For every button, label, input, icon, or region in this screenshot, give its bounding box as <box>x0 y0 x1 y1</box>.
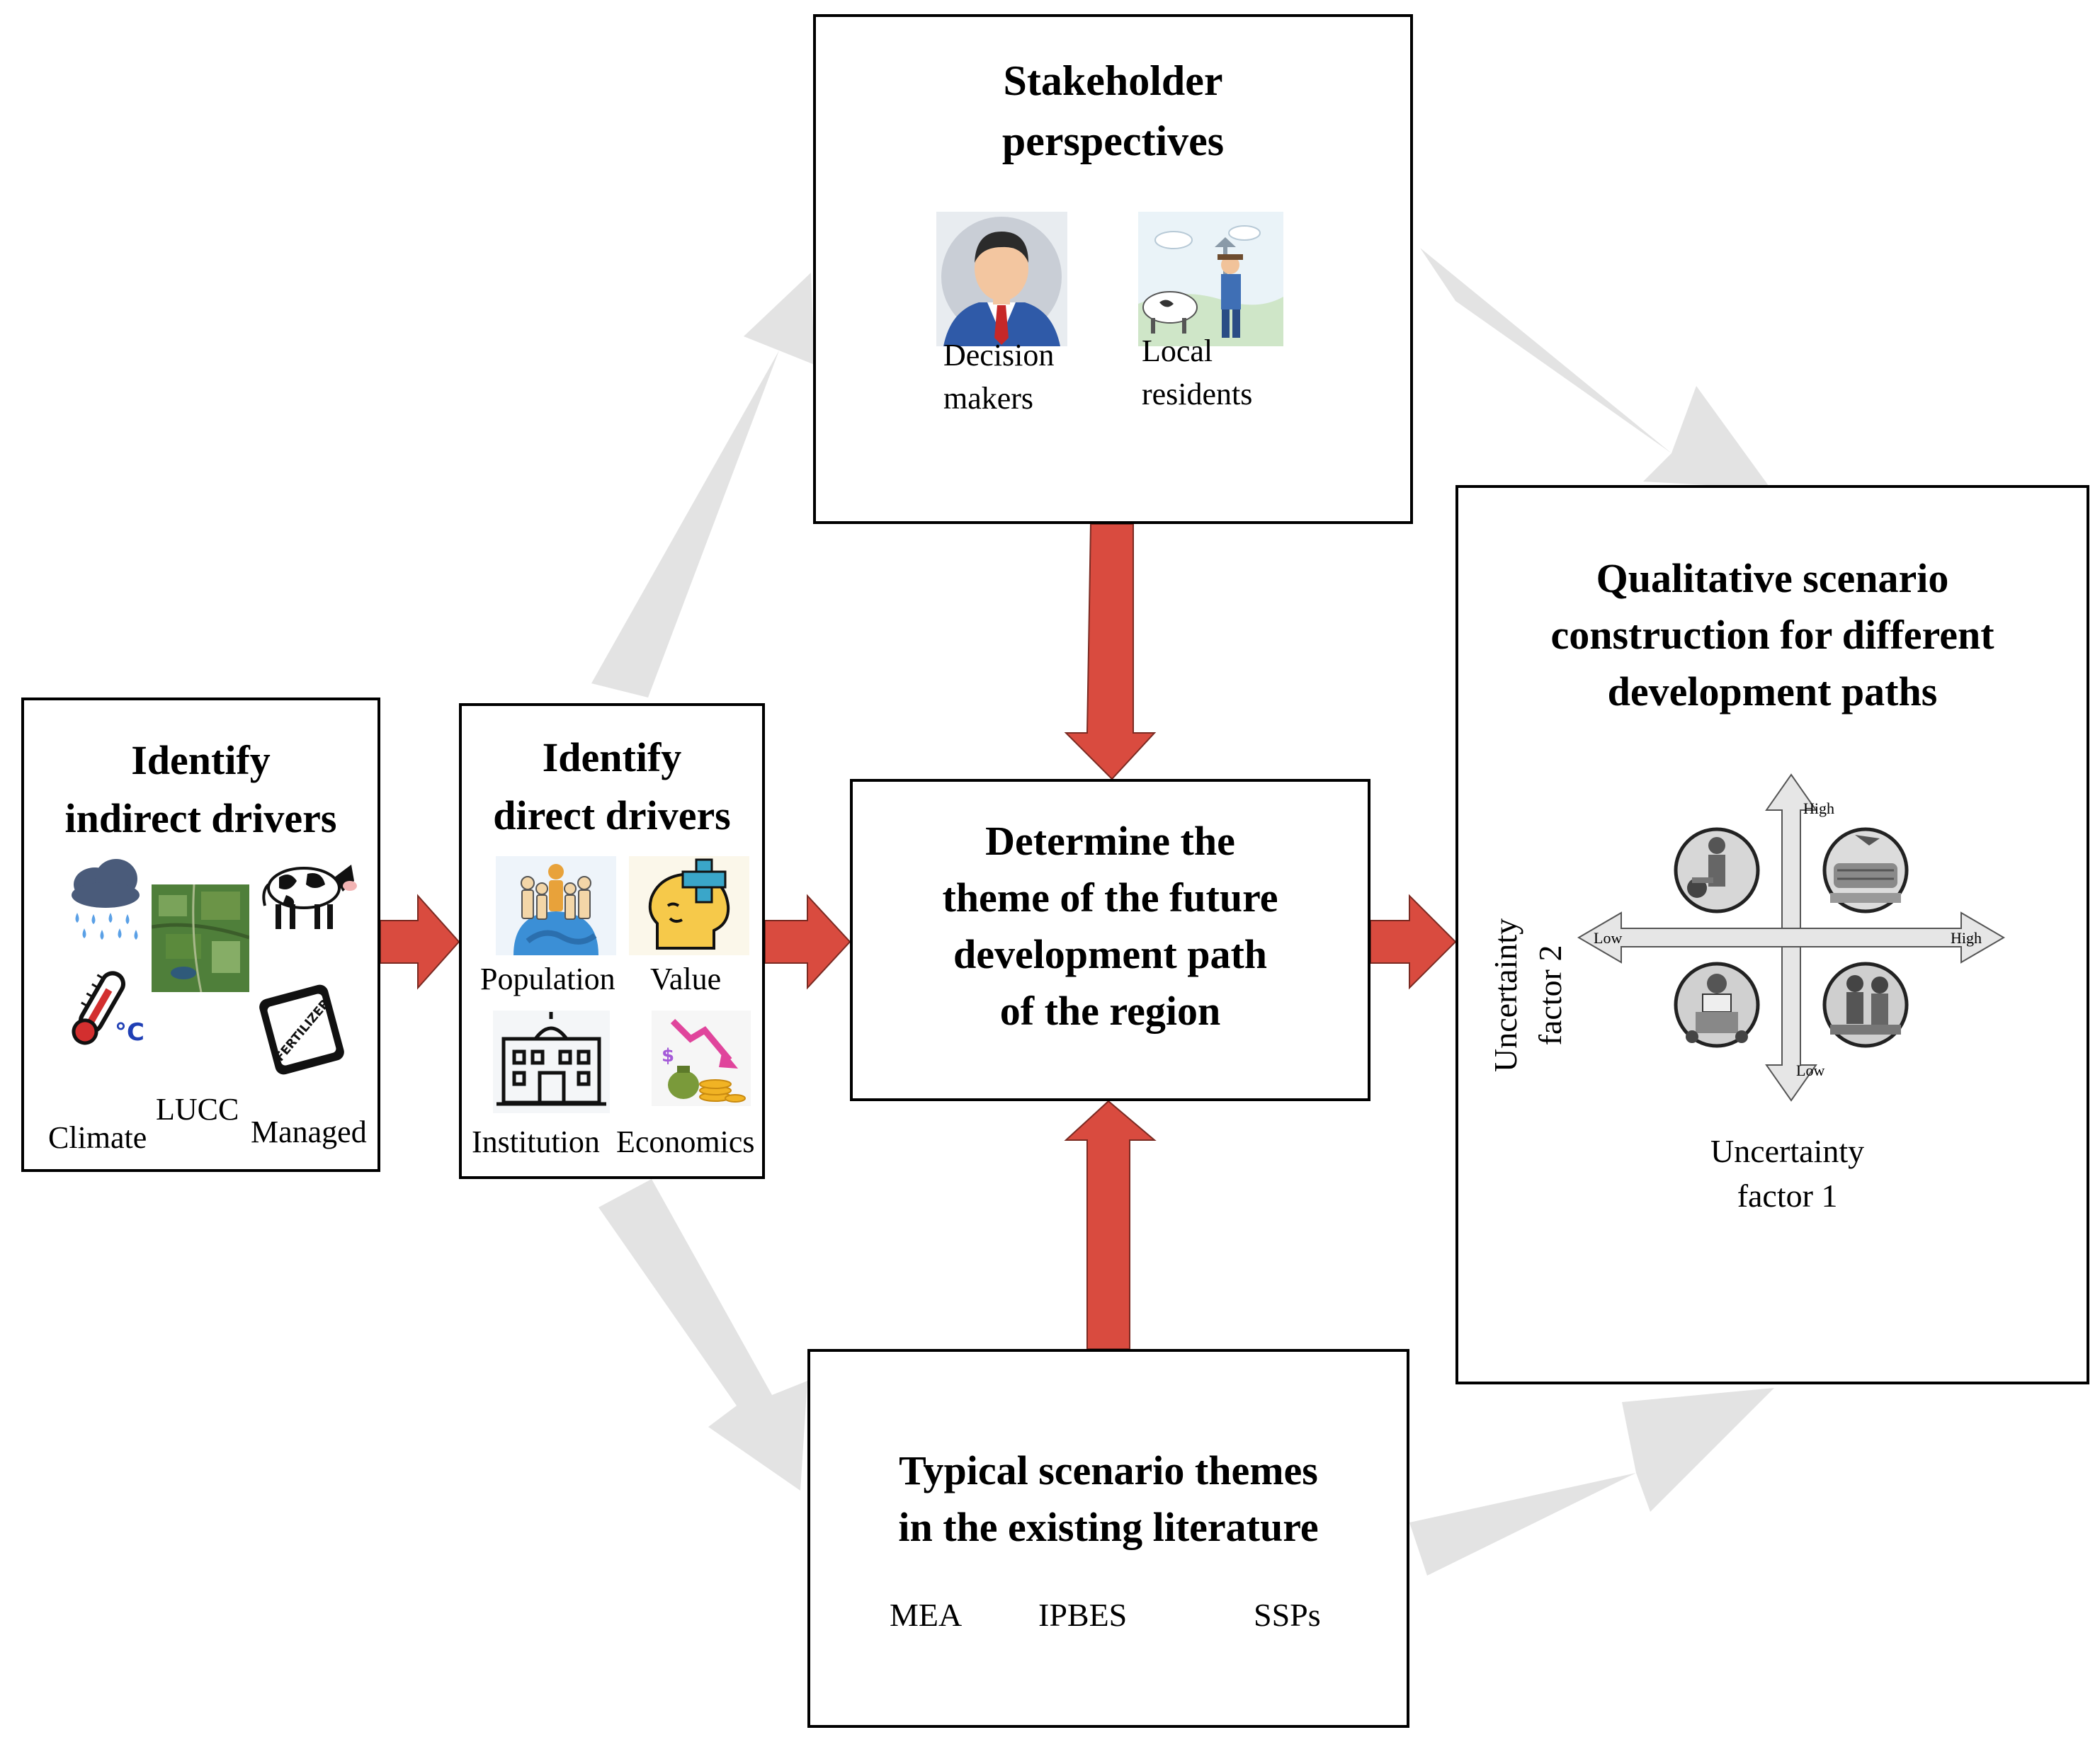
lucc-label: LUCC <box>156 1092 239 1127</box>
ssps-label: SSPs <box>1254 1597 1321 1633</box>
fertilizer-icon: FERTILIZER <box>259 984 344 1075</box>
svg-text:°C: °C <box>115 1018 144 1047</box>
axis-low-vertical: Low <box>1796 1061 1824 1079</box>
farmer-icon <box>1138 212 1283 346</box>
institution-icon <box>493 1011 610 1113</box>
flow-arrow-indirect-to-direct <box>380 894 460 990</box>
population-icon <box>496 856 616 955</box>
flow-arrow-stakeholder-to-theme <box>1064 523 1157 780</box>
businessman-icon <box>936 212 1067 346</box>
stakeholder-title: Stakeholder perspectives <box>1001 57 1225 165</box>
climate-label: Climate <box>48 1120 147 1155</box>
managed-label: Managed <box>251 1115 367 1149</box>
speaker-quadrant-icon <box>1674 962 1760 1048</box>
economics-label: Economics <box>616 1125 755 1159</box>
literature-box: Typical scenario themes in the existing … <box>807 1349 1409 1728</box>
axis-high-horizontal: High <box>1951 929 1982 947</box>
value-label: Value <box>650 962 722 996</box>
stakeholder-box: Stakeholder perspectives Decision makers… <box>813 14 1413 524</box>
local-residents-label: Local residents <box>1142 334 1253 411</box>
cycle-arrow-drivers-to-literature <box>598 1179 807 1491</box>
indirect-drivers-box: Identify indirect drivers °C <box>21 698 380 1172</box>
indirect-drivers-title: Identify indirect drivers <box>64 737 337 842</box>
qualitative-title: Qualitative scenario construction for di… <box>1550 555 1994 715</box>
labor-quadrant-icon <box>1822 962 1909 1048</box>
economics-icon: $ <box>652 1011 751 1106</box>
theme-title: Determine the theme of the future develo… <box>942 818 1278 1035</box>
cycle-arrow-drivers-to-stakeholder <box>591 273 815 698</box>
cycle-arrow-stakeholder-to-qualitative <box>1420 248 1771 489</box>
worker-quadrant-icon <box>1674 827 1760 913</box>
cow-icon <box>262 865 357 929</box>
value-head-icon <box>629 856 749 955</box>
direct-drivers-box: Identify direct drivers Population Value <box>459 703 765 1179</box>
decision-makers-label: Decision makers <box>943 338 1055 416</box>
direct-drivers-title: Identify direct drivers <box>493 734 731 839</box>
population-label: Population <box>480 962 615 996</box>
cycle-arrow-literature-to-qualitative <box>1409 1388 1774 1576</box>
flow-arrow-literature-to-theme <box>1064 1100 1157 1350</box>
ipbes-label: IPBES <box>1038 1597 1128 1633</box>
mea-label: MEA <box>890 1597 963 1633</box>
svg-text:$: $ <box>662 1045 674 1066</box>
uncertainty-factor-2-label: Uncertainty factor 2 <box>1487 918 1569 1072</box>
qualitative-box: Qualitative scenario construction for di… <box>1455 485 2089 1384</box>
horizontal-axis-arrow <box>1577 911 2005 964</box>
rain-cloud-icon <box>72 859 140 940</box>
theme-box: Determine the theme of the future develo… <box>850 779 1370 1101</box>
satellite-map-icon <box>152 884 249 992</box>
axis-low-horizontal: Low <box>1594 929 1622 947</box>
uncertainty-factor-1-label: Uncertainty factor 1 <box>1710 1133 1865 1214</box>
flow-arrow-direct-to-theme <box>764 894 851 990</box>
thermometer-icon: °C <box>72 971 144 1047</box>
flow-arrow-theme-to-qualitative <box>1370 894 1457 990</box>
literature-title: Typical scenario themes in the existing … <box>898 1447 1319 1551</box>
uncertainty-matrix: High Low Low High <box>1577 773 2005 1102</box>
axis-high-vertical: High <box>1803 799 1834 817</box>
machine-quadrant-icon <box>1822 827 1909 913</box>
institution-label: Institution <box>472 1125 600 1159</box>
